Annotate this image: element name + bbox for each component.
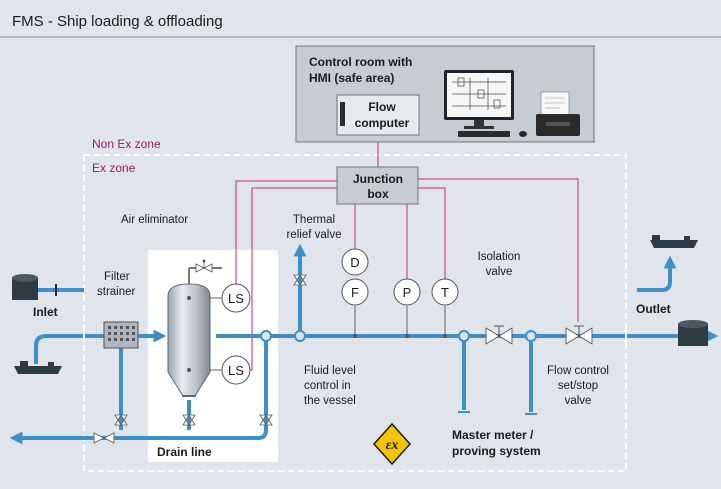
instrument-ls-bottom: LS xyxy=(221,355,251,385)
flow-control-label-3: valve xyxy=(565,395,592,407)
filter-label-2: strainer xyxy=(97,286,136,298)
junction-box-label-2: box xyxy=(367,187,389,201)
fluid-level-label-3: the vessel xyxy=(304,395,356,407)
fluid-level-label-2: control in xyxy=(304,380,351,392)
inlet-ship-icon xyxy=(14,361,62,374)
master-meter-label-1: Master meter / xyxy=(452,428,534,442)
inlet-label: Inlet xyxy=(33,305,58,319)
flow-label: F xyxy=(351,285,359,300)
junction-box-label-1: Junction xyxy=(353,172,403,186)
flanges xyxy=(83,330,627,342)
instrument-pressure: P xyxy=(393,278,421,306)
instrument-taps xyxy=(187,296,447,372)
filter-label-1: Filter xyxy=(104,271,130,283)
outlet-tank-icon xyxy=(678,320,708,346)
flow-computer-label-2: computer xyxy=(355,116,410,130)
non-ex-zone-label: Non Ex zone xyxy=(92,137,161,151)
control-room-label-1: Control room with xyxy=(309,55,412,69)
instrument-temperature: T xyxy=(431,278,459,306)
instrument-connectors xyxy=(210,297,446,371)
inlet-tank-icon xyxy=(12,274,38,300)
pipe-junctions xyxy=(260,330,537,342)
junction-box xyxy=(336,166,419,205)
hmi-monitor-icon xyxy=(444,70,527,137)
outlet-label: Outlet xyxy=(636,302,671,316)
ex-symbol-icon: εx xyxy=(372,422,412,466)
instrument-ls-top: LS xyxy=(221,283,251,313)
control-room-label-2: HMI (safe area) xyxy=(309,71,394,85)
pipe-network xyxy=(9,243,719,445)
vent-valve-icon xyxy=(195,259,213,273)
svg-text:εx: εx xyxy=(386,438,399,453)
isolation-valve-label-1: Isolation xyxy=(478,251,521,263)
instrument-density: D xyxy=(341,248,369,276)
flow-computer-box xyxy=(336,94,420,136)
temperature-label: T xyxy=(441,285,449,300)
air-eliminator-label: Air eliminator xyxy=(121,214,188,226)
drain-line-label: Drain line xyxy=(157,445,212,459)
ls-bottom-label: LS xyxy=(228,363,244,378)
isolation-valve-label-2: valve xyxy=(486,266,513,278)
ls-top-label: LS xyxy=(228,291,244,306)
thermal-relief-label-1: Thermal xyxy=(293,214,335,226)
master-meter-label-2: proving system xyxy=(452,444,541,458)
pressure-label: P xyxy=(403,285,412,300)
flow-computer-indicator xyxy=(340,102,345,126)
valves xyxy=(93,274,593,444)
filter-strainer xyxy=(103,321,139,349)
line-stops xyxy=(458,411,537,415)
fluid-level-label-1: Fluid level xyxy=(304,365,356,377)
flow-control-label-2: set/stop xyxy=(558,380,598,392)
density-label: D xyxy=(350,255,359,270)
flow-computer-label-1: Flow xyxy=(368,100,396,114)
ex-zone-label: Ex zone xyxy=(92,161,136,175)
ex-zone-boundary xyxy=(83,154,627,472)
instrument-flow: F xyxy=(341,278,369,306)
outlet-ship-icon xyxy=(650,235,698,248)
thermal-relief-label-2: relief valve xyxy=(287,229,342,241)
printer-icon xyxy=(536,91,580,136)
page-title: FMS - Ship loading & offloading xyxy=(12,13,223,30)
flow-control-label-1: Flow control xyxy=(547,365,609,377)
